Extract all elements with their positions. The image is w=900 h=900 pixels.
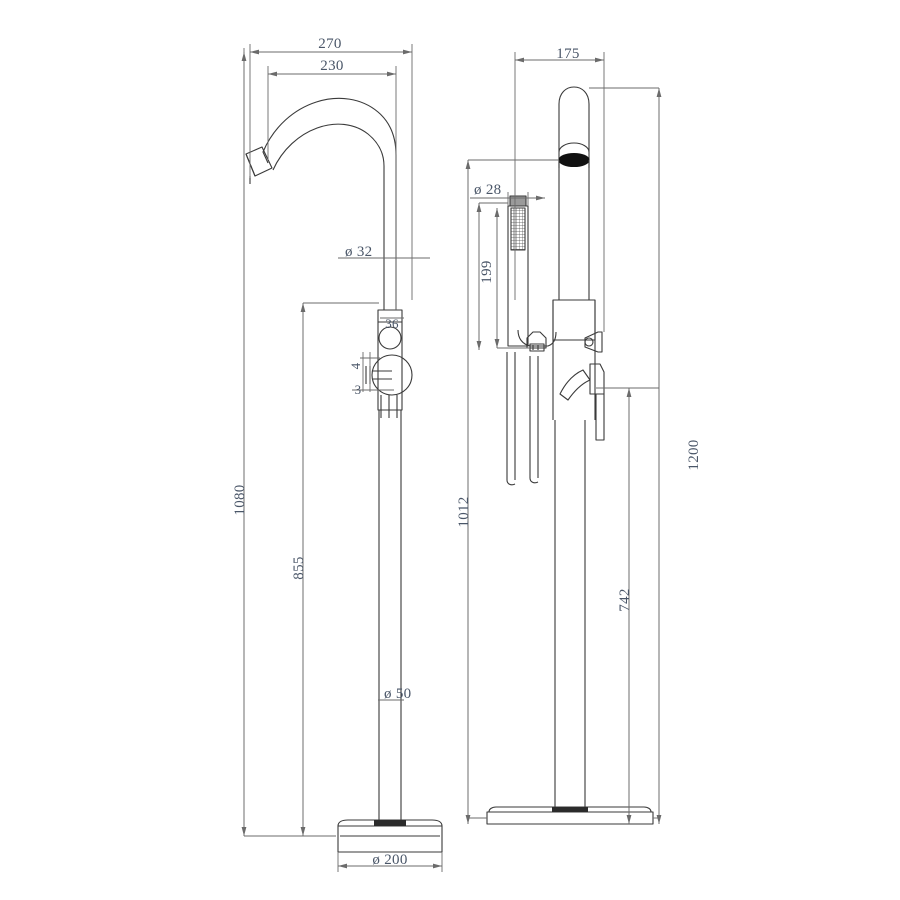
dim-label-d50: ø 50 xyxy=(384,686,411,702)
dim-label-36: 36 xyxy=(385,316,399,331)
dim-label-855: 855 xyxy=(291,556,307,579)
dim-label-d28: ø 28 xyxy=(474,182,501,198)
dim-label-4: 4 xyxy=(348,362,363,369)
dim-label-199: 199 xyxy=(479,260,495,283)
dimension-texts: 270 230 ø 32 36 4 3 1080 855 ø 50 ø 200 … xyxy=(232,36,702,868)
side-view-geometry xyxy=(486,86,654,825)
dim-label-1200: 1200 xyxy=(686,439,702,470)
dim-label-1012: 1012 xyxy=(456,496,472,527)
dim-label-230: 230 xyxy=(320,58,343,74)
dim-label-d32: ø 32 xyxy=(345,244,372,260)
front-view-geometry xyxy=(245,97,443,853)
dim-label-d200: ø 200 xyxy=(372,852,407,868)
dim-label-742: 742 xyxy=(617,588,633,611)
dimension-lines-front xyxy=(241,44,443,872)
dim-label-3: 3 xyxy=(355,382,362,397)
dim-label-270: 270 xyxy=(318,36,341,52)
dimension-lines-side xyxy=(465,52,662,824)
dim-label-175: 175 xyxy=(556,46,579,62)
dim-label-1080: 1080 xyxy=(232,484,248,515)
